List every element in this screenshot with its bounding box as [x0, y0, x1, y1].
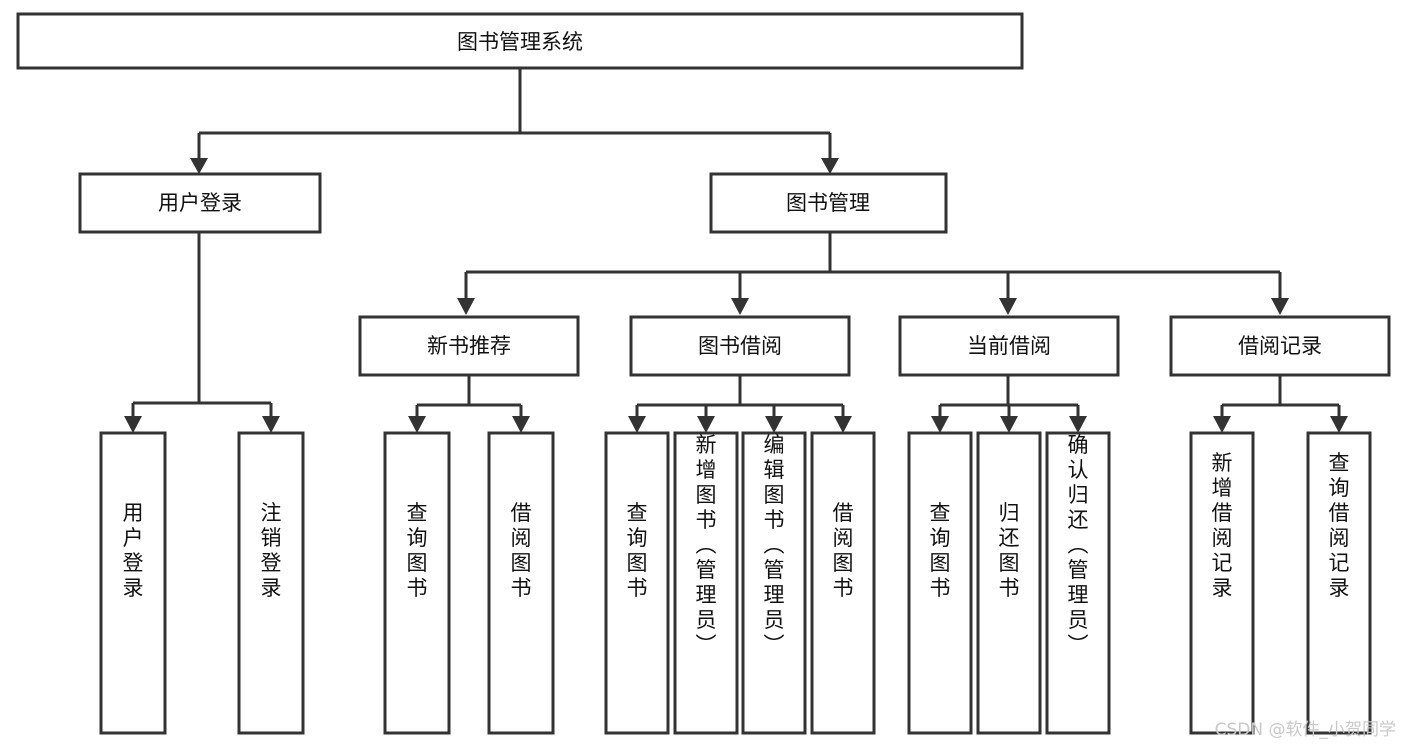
arrow-head-leaf-return-book	[1000, 416, 1018, 433]
node-user-login[interactable]: 用户登录	[78, 172, 322, 234]
leaf-confirm-return-label: 确认归还︵管理员︶	[1068, 433, 1089, 657]
node-new-book-recommend-box[interactable]	[358, 315, 580, 377]
arrow-head-leaf-query-record	[1330, 416, 1348, 433]
leaf-logout-login-label: 注销登录	[261, 501, 282, 600]
leaf-add-record[interactable]: 新增借阅记录	[1189, 431, 1255, 735]
leaf-add-book[interactable]: 新增图书︵管理员︶	[673, 431, 739, 735]
leaf-borrow-book-2[interactable]: 借阅图书	[810, 431, 876, 735]
node-current-borrow[interactable]: 当前借阅	[898, 315, 1120, 377]
leaf-query-book-3-box[interactable]	[907, 431, 973, 735]
leaf-add-record-box[interactable]	[1189, 431, 1255, 735]
leaf-query-book-1-box[interactable]	[383, 431, 451, 735]
leaf-query-book-2-box[interactable]	[604, 431, 670, 735]
node-current-borrow-label: 当前借阅	[967, 334, 1051, 358]
node-new-book-recommend-label: 新书推荐	[427, 334, 511, 358]
leaf-user-login-label: 用户登录	[123, 501, 144, 600]
leaf-query-book-1-label: 查询图书	[407, 501, 428, 600]
leaf-user-login-box[interactable]	[99, 431, 167, 735]
leaf-add-book-label: 新增图书︵管理员︶	[696, 433, 717, 657]
leaf-query-record-label: 查询借阅记录	[1329, 451, 1350, 600]
leaf-borrow-book-1-label: 借阅图书	[511, 501, 532, 600]
arrow-head-leaf-confirm-return	[1069, 416, 1087, 433]
leaf-query-record[interactable]: 查询借阅记录	[1306, 431, 1372, 735]
leaf-borrow-book-1-box[interactable]	[487, 431, 555, 735]
connector-layer	[124, 68, 1348, 433]
node-user-login-box[interactable]	[78, 172, 322, 234]
node-borrow-record-box[interactable]	[1169, 315, 1391, 377]
leaf-borrow-book-2-box[interactable]	[810, 431, 876, 735]
arrow-head-leaf-query-book-1	[408, 416, 426, 433]
leaf-confirm-return[interactable]: 确认归还︵管理员︶	[1045, 431, 1111, 735]
node-root-system-label: 图书管理系统	[457, 30, 583, 54]
arrow-head-leaf-logout-login	[262, 416, 280, 433]
arrow-head-book-management	[821, 158, 839, 174]
leaf-borrow-book-1[interactable]: 借阅图书	[487, 431, 555, 735]
leaf-edit-book-label: 编辑图书︵管理员︶	[764, 433, 785, 657]
leaf-query-book-2-label: 查询图书	[627, 501, 648, 600]
leaf-confirm-return-box[interactable]	[1045, 431, 1111, 735]
arrow-head-user-login	[190, 158, 208, 174]
node-book-management[interactable]: 图书管理	[709, 172, 948, 234]
node-book-borrow-box[interactable]	[629, 315, 851, 377]
leaf-return-book-box[interactable]	[976, 431, 1042, 735]
node-current-borrow-box[interactable]	[898, 315, 1120, 377]
leaf-query-record-box[interactable]	[1306, 431, 1372, 735]
arrow-head-book-borrow	[731, 298, 749, 315]
arrow-head-leaf-edit-book	[765, 416, 783, 433]
node-borrow-record-label: 借阅记录	[1238, 334, 1322, 358]
node-book-borrow[interactable]: 图书借阅	[629, 315, 851, 377]
leaf-query-book-3[interactable]: 查询图书	[907, 431, 973, 735]
leaf-logout-login[interactable]: 注销登录	[237, 431, 305, 735]
leaf-add-book-box[interactable]	[673, 431, 739, 735]
leaf-user-login[interactable]: 用户登录	[99, 431, 167, 735]
node-borrow-record[interactable]: 借阅记录	[1169, 315, 1391, 377]
node-book-management-label: 图书管理	[786, 191, 870, 215]
arrow-head-new-book-recommend	[457, 298, 475, 315]
arrow-head-leaf-query-book-3	[931, 416, 949, 433]
leaf-edit-book-box[interactable]	[741, 431, 807, 735]
leaf-edit-book[interactable]: 编辑图书︵管理员︶	[741, 431, 807, 735]
leaf-query-book-2[interactable]: 查询图书	[604, 431, 670, 735]
leaf-query-book-1[interactable]: 查询图书	[383, 431, 451, 735]
node-root-system[interactable]: 图书管理系统	[16, 12, 1024, 70]
arrow-head-leaf-user-login	[124, 416, 142, 433]
leaf-return-book-label: 归还图书	[999, 501, 1020, 600]
arrow-head-leaf-borrow-book-1	[512, 416, 530, 433]
arrow-head-leaf-query-book-2	[628, 416, 646, 433]
leaf-query-book-3-label: 查询图书	[930, 501, 951, 600]
leaf-return-book[interactable]: 归还图书	[976, 431, 1042, 735]
leaf-logout-login-box[interactable]	[237, 431, 305, 735]
node-book-borrow-label: 图书借阅	[698, 334, 782, 358]
arrow-head-borrow-record	[1271, 298, 1289, 315]
csdn-watermark: CSDN @软件_小贺同学	[1215, 720, 1396, 740]
arrow-head-leaf-add-book	[697, 416, 715, 433]
arrow-head-leaf-borrow-book-2	[834, 416, 852, 433]
leaf-borrow-book-2-label: 借阅图书	[833, 501, 854, 600]
arrow-head-leaf-add-record	[1213, 416, 1231, 433]
node-book-management-box[interactable]	[709, 172, 948, 234]
node-user-login-label: 用户登录	[158, 191, 242, 215]
node-new-book-recommend[interactable]: 新书推荐	[358, 315, 580, 377]
arrow-head-current-borrow	[999, 298, 1017, 315]
node-root-system-box[interactable]	[16, 12, 1024, 70]
leaf-add-record-label: 新增借阅记录	[1212, 451, 1233, 600]
